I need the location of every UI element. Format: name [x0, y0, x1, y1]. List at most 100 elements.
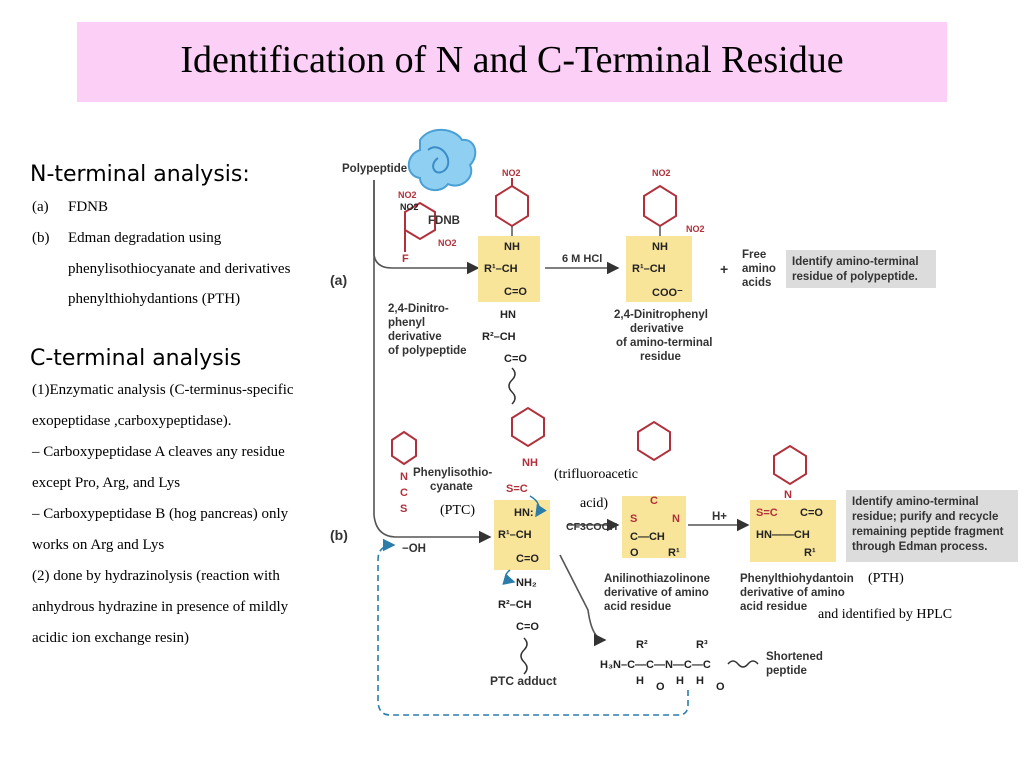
- svg-text:C: C: [400, 487, 408, 499]
- svg-text:HN:: HN:: [514, 507, 534, 519]
- ptc-adduct-label: PTC adduct: [490, 674, 557, 688]
- box-b-line-1: Identify amino-terminal: [852, 496, 979, 508]
- oh-label: −OH: [402, 543, 426, 555]
- annot-tfa-2: acid): [580, 496, 608, 511]
- item-b-cont2: phenylthiohydantions (PTH): [68, 291, 241, 307]
- pth-label-3: acid residue: [740, 601, 807, 613]
- svg-text:N: N: [672, 513, 680, 525]
- svg-text:NH: NH: [522, 457, 538, 469]
- plus-sign: +: [720, 261, 728, 277]
- c-line-6: works on Arg and Lys: [32, 537, 165, 553]
- pth-derivative: N S=C C=O HN——CH R¹ Phenylthiohydantoin …: [740, 444, 854, 613]
- dnp-res-no2-b: NO2: [686, 224, 705, 234]
- polypeptide-label: Polypeptide: [342, 163, 407, 175]
- annot-hplc: and identified by HPLC: [818, 607, 952, 622]
- slide-title: Identification of N and C-Terminal Resid…: [180, 39, 844, 81]
- svg-text:COO⁻: COO⁻: [652, 287, 683, 299]
- svg-text:R³: R³: [696, 639, 708, 651]
- svg-text:S=C: S=C: [756, 507, 778, 519]
- cf3cooh-label: CF3COOH: [566, 521, 617, 533]
- box-b-line-3: remaining peptide fragment: [852, 526, 1004, 538]
- dnp-polypeptide: NO2 NH R¹–CH C=O HN R²–CH C=O 2,4-Dinitr…: [388, 168, 540, 405]
- svg-text:R¹–CH: R¹–CH: [498, 529, 532, 541]
- box-a-line-2: residue of polypeptide.: [792, 271, 918, 283]
- c-line-7: (2) done by hydrazinolysis (reaction wit…: [32, 568, 280, 584]
- svg-text:HN: HN: [500, 309, 516, 321]
- svg-text:S: S: [400, 503, 407, 515]
- atz-label-1: Anilinothiazolinone: [604, 573, 710, 585]
- item-b-cont1: phenylisothiocyanate and derivatives: [68, 261, 291, 277]
- item-a-marker: (a): [32, 199, 49, 215]
- shortened-label-1: Shortened: [766, 651, 823, 663]
- svg-text:R¹–CH: R¹–CH: [484, 263, 518, 275]
- free-aa-3: acids: [742, 277, 771, 289]
- svg-text:N: N: [400, 471, 408, 483]
- c-line-3: – Carboxypeptidase A cleaves any residue: [32, 444, 285, 460]
- box-b: [846, 490, 1018, 562]
- svg-text:NH: NH: [652, 241, 668, 253]
- box-b-line-4: through Edman process.: [852, 541, 987, 553]
- annot-tfa-1: (trifluoroacetic: [554, 467, 638, 482]
- dnp-res-label-1: 2,4-Dinitrophenyl: [614, 309, 708, 321]
- dnp-res-label-2: derivative: [630, 323, 684, 335]
- box-a-line-1: Identify amino-terminal: [792, 256, 919, 268]
- item-b-marker: (b): [32, 230, 50, 246]
- annot-ptc: (PTC): [440, 503, 475, 518]
- svg-text:S: S: [630, 513, 637, 525]
- fdnb-no2-c: NO2: [438, 238, 457, 248]
- free-aa-2: amino: [742, 263, 776, 275]
- svg-text:R¹–CH: R¹–CH: [632, 263, 666, 275]
- dnp-res-label-3: of amino-terminal: [616, 337, 712, 349]
- panel-a-label: (a): [330, 272, 347, 288]
- dnp-poly-no2: NO2: [502, 168, 521, 178]
- annot-pth: (PTH): [868, 571, 904, 586]
- svg-text:O: O: [630, 547, 639, 559]
- svg-text:C=O: C=O: [504, 353, 527, 365]
- dnp-res-no2-a: NO2: [652, 168, 671, 178]
- svg-text:R²: R²: [636, 639, 648, 651]
- dnp-res-label-4: residue: [640, 351, 681, 363]
- c-line-1: (1)Enzymatic analysis (C-terminus-specif…: [32, 382, 294, 398]
- svg-text:O: O: [716, 681, 725, 693]
- fdnb-label: FDNB: [428, 215, 460, 227]
- svg-text:R¹: R¹: [668, 547, 680, 559]
- svg-text:S=C: S=C: [506, 483, 528, 495]
- atz-derivative: C S N C—CH O R¹ Anilinothiazolinone deri…: [604, 420, 710, 613]
- hplus-label: H+: [712, 511, 727, 523]
- atz-label-2: derivative of amino: [604, 587, 709, 599]
- hcl-label: 6 M HCl: [562, 253, 602, 265]
- pth-label-2: derivative of amino: [740, 587, 845, 599]
- dnp-poly-label-2: phenyl: [388, 317, 425, 329]
- fdnb-no2-a: NO2: [398, 190, 417, 200]
- fdnb-structure: F NO2 NO2 NO2 FDNB: [398, 190, 460, 265]
- panel-b-label: (b): [330, 527, 348, 543]
- title-banner: Identification of N and C-Terminal Resid…: [77, 22, 947, 102]
- box-b-line-2: residue; purify and recycle: [852, 511, 998, 523]
- pitc-structure: N C S Phenylisothio- cyanate −OH: [391, 430, 492, 555]
- svg-text:C=O: C=O: [516, 553, 539, 565]
- svg-text:N: N: [784, 489, 792, 501]
- svg-text:C—CH: C—CH: [630, 531, 665, 543]
- dnp-residue: NO2 NO2 NH R¹–CH COO⁻ 2,4-Dinitrophenyl …: [614, 168, 712, 363]
- fdnb-no2-b: NO2: [400, 202, 419, 212]
- shortened-label-2: peptide: [766, 665, 807, 677]
- svg-text:NH₂: NH₂: [516, 577, 537, 589]
- c-line-5: – Carboxypeptidase B (hog pancreas) only: [32, 506, 289, 522]
- svg-text:C=O: C=O: [516, 621, 539, 633]
- svg-text:O: O: [656, 681, 665, 693]
- n-terminal-heading: N-terminal analysis:: [30, 162, 250, 187]
- svg-text:C: C: [650, 495, 658, 507]
- recycle-arrow: [377, 538, 689, 716]
- protein-icon: [407, 128, 477, 192]
- svg-text:H₃N–C—C—N—C—C: H₃N–C—C—N—C—C: [600, 659, 711, 671]
- svg-text:H: H: [676, 675, 684, 687]
- pitc-label-2: cyanate: [430, 481, 473, 493]
- atz-label-3: acid residue: [604, 601, 671, 613]
- free-aa-1: Free: [742, 249, 766, 261]
- c-line-4: except Pro, Arg, and Lys: [32, 475, 181, 491]
- dnp-poly-label-4: of polypeptide: [388, 345, 467, 357]
- item-b-text: Edman degradation using: [68, 230, 222, 246]
- svg-text:HN——CH: HN——CH: [756, 529, 810, 541]
- svg-text:H: H: [696, 675, 704, 687]
